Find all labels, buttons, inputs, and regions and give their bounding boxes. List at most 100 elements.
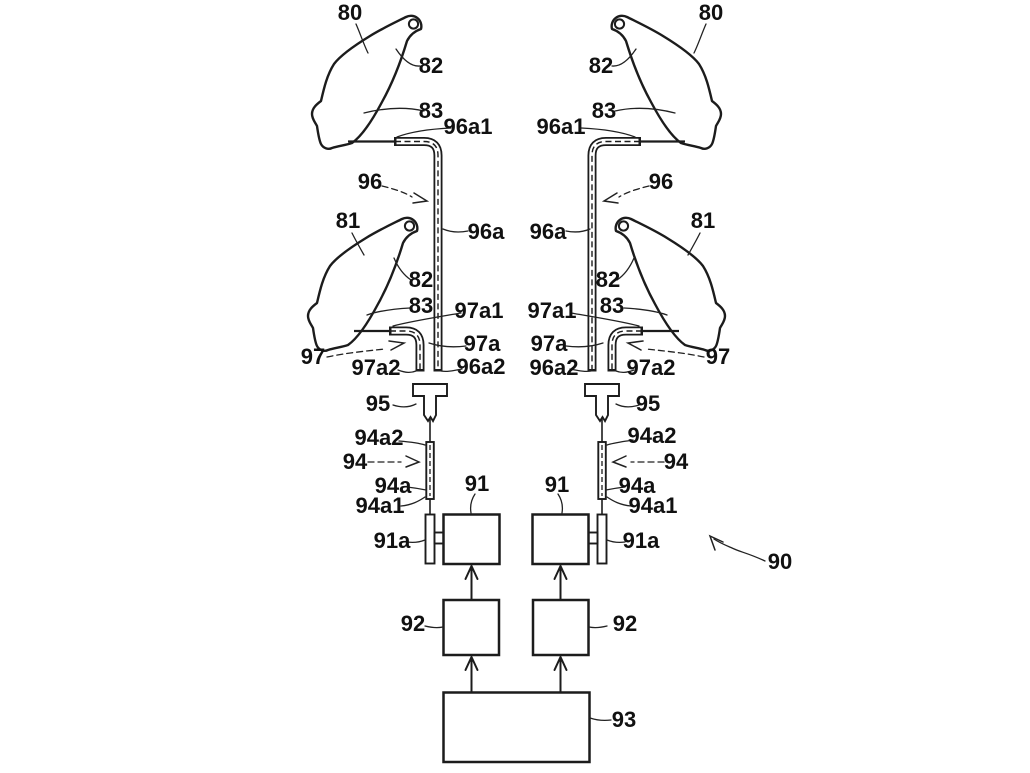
tube-94-left	[425, 441, 435, 500]
leader-94a-right	[605, 486, 626, 491]
ref-label-96a-left: 96a	[468, 219, 505, 244]
leader-96a-left	[442, 228, 469, 233]
leader-91a-left	[406, 539, 426, 544]
ref-label-83-mid-left: 83	[409, 293, 433, 318]
ref-label-83-top-right: 83	[592, 98, 616, 123]
arrowhead-97-left	[388, 340, 407, 351]
leader-82-top-right	[611, 48, 637, 67]
leader-94a2-left	[398, 440, 426, 446]
ref-label-95-right: 95	[636, 391, 660, 416]
ref-label-91-right: 91	[545, 472, 569, 497]
leader-96a1-left	[396, 127, 452, 138]
ref-label-97a-right: 97a	[531, 331, 568, 356]
leader-97a2-right	[615, 369, 635, 374]
leader-82-top-left	[395, 48, 421, 67]
ref-label-96a1-left: 96a1	[444, 114, 493, 139]
ref-label-94a-right: 94a	[619, 473, 656, 498]
leader-82-mid-left	[393, 257, 412, 281]
ref-label-91a-right: 91a	[623, 528, 660, 553]
ref-label-83-mid-right: 83	[600, 293, 624, 318]
lever-blade-80-left	[310, 14, 423, 150]
ref-label-90: 90	[768, 549, 792, 574]
bar-91a-left	[424, 513, 436, 565]
leader-94a2-right	[606, 439, 634, 446]
ref-label-91-left: 91	[465, 471, 489, 496]
ref-label-82-top-right: 82	[589, 53, 613, 78]
leader-80-right	[693, 23, 707, 54]
ref-label-93: 93	[612, 707, 636, 732]
ref-label-82-top-left: 82	[419, 53, 443, 78]
leader-96a2-left	[440, 368, 463, 373]
leader-97a1-left	[392, 312, 462, 327]
arrowhead-94-left	[405, 455, 421, 468]
leader-91-left	[469, 493, 476, 514]
box-91-right	[531, 513, 590, 566]
leader-92-left	[424, 625, 444, 629]
coupler-91a-left	[433, 531, 445, 545]
leader-93	[589, 717, 612, 722]
connector-95-right	[584, 383, 620, 423]
hose-96-right	[587, 137, 641, 372]
leader-97a2-left	[397, 369, 417, 374]
ref-label-96-left: 96	[358, 169, 382, 194]
ref-label-97a2-right: 97a2	[627, 355, 676, 380]
ref-label-81-left: 81	[336, 208, 360, 233]
leader-94a1-right	[606, 496, 632, 507]
ref-label-94a2-right: 94a2	[628, 423, 677, 448]
leader-97a1-right	[570, 312, 640, 327]
leader-82-mid-right	[616, 257, 635, 281]
leader-95-right	[615, 403, 640, 408]
leader-97a-right	[565, 342, 604, 348]
tube-94-right	[597, 441, 607, 500]
ref-label-97-left: 97	[301, 344, 325, 369]
leader-83-mid-left	[366, 307, 411, 316]
arrowhead-94-right	[611, 455, 627, 468]
ref-label-94a1-right: 94a1	[629, 493, 678, 518]
ref-label-94a2-left: 94a2	[355, 425, 404, 450]
box-93	[442, 691, 591, 764]
box-92-left	[442, 598, 501, 657]
arrow-93-to-92-right	[553, 654, 568, 693]
ref-label-94-left: 94	[343, 449, 368, 474]
leader-81-right	[687, 232, 701, 256]
leader-97-right	[645, 348, 705, 358]
ref-label-92-left: 92	[401, 611, 425, 636]
leader-94a1-left	[400, 496, 426, 507]
ref-label-94a-left: 94a	[375, 473, 412, 498]
ref-label-80-right: 80	[699, 0, 723, 25]
ref-label-96a-right: 96a	[530, 219, 567, 244]
arrow-92-to-91-left	[464, 563, 479, 601]
leader-90	[713, 538, 766, 562]
leader-95-left	[392, 403, 417, 408]
ref-label-97a2-left: 97a2	[352, 355, 401, 380]
arrow-92-to-91-right	[553, 563, 568, 601]
leader-96a2-right	[569, 368, 592, 373]
hose-97-right	[607, 326, 643, 372]
ref-label-97-right: 97	[706, 344, 730, 369]
leader-96a-right	[565, 228, 591, 233]
leader-94a-left	[406, 486, 427, 491]
arrowhead-96-left	[412, 192, 430, 204]
hose-97-left	[389, 326, 425, 372]
leader-91a-right	[606, 539, 626, 544]
lever-blade-80-right	[610, 14, 723, 150]
ref-label-96a2-left: 96a2	[457, 354, 506, 379]
ref-label-97a-left: 97a	[464, 331, 501, 356]
leader-97-left	[326, 348, 386, 358]
arrowhead-97-right	[625, 340, 644, 351]
arrowhead-96-right	[601, 192, 619, 204]
leader-97a-left	[428, 342, 467, 348]
ref-label-94a1-left: 94a1	[356, 493, 405, 518]
ref-label-82-mid-left: 82	[409, 267, 433, 292]
hose-96-left	[394, 137, 443, 372]
ref-label-96a1-right: 96a1	[537, 114, 586, 139]
leader-83-mid-right	[623, 307, 668, 316]
box-92-right	[531, 598, 590, 657]
leader-83-top-right	[614, 107, 676, 114]
leader-92-right	[588, 625, 608, 629]
box-91-left	[442, 513, 501, 566]
leader-91-right	[557, 493, 564, 514]
leader-83-top-left	[363, 107, 425, 114]
